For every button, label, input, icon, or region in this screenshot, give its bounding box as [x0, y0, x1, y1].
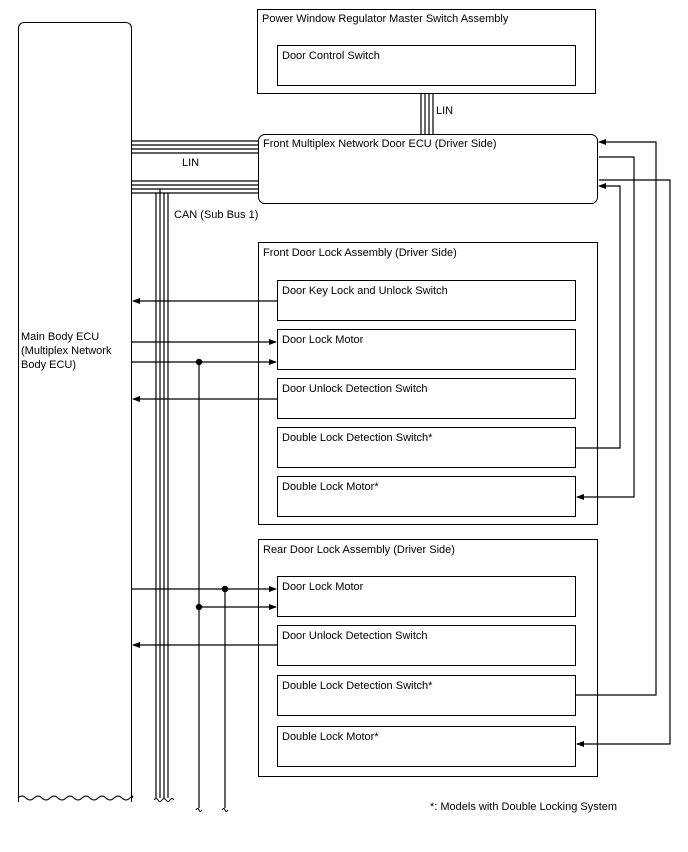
rear-door-lock-motor-box	[277, 576, 576, 617]
front-double-lock-motor-label: Double Lock Motor*	[282, 481, 379, 493]
front-double-lock-detection-box	[277, 427, 576, 468]
front-key-lock-switch-label: Door Key Lock and Unlock Switch	[282, 285, 448, 297]
rear-lock-title: Rear Door Lock Assembly (Driver Side)	[263, 544, 455, 556]
junction-dot-1	[195, 358, 203, 366]
ecu-to-rear-double-lock-motor	[576, 179, 671, 747]
ecu-to-front-double-lock-motor	[576, 156, 635, 500]
front-key-lock-switch-box	[277, 280, 576, 321]
front-unlock-detection-box	[277, 378, 576, 419]
rear-double-lock-detection-label: Double Lock Detection Switch*	[282, 680, 433, 692]
rear-double-lock-motor-label: Double Lock Motor*	[282, 731, 379, 743]
lin-label-upper: LIN	[436, 105, 454, 117]
front-double-lock-detect-to-ecu	[576, 183, 621, 449]
main-ecu-label-line3: Body ECU)	[21, 359, 77, 371]
rear-unlock-detection-label: Door Unlock Detection Switch	[282, 630, 428, 642]
front-double-lock-detection-label: Double Lock Detection Switch*	[282, 432, 433, 444]
front-lock-title: Front Door Lock Assembly (Driver Side)	[263, 247, 457, 259]
main-ecu-label-line2: (Multiplex Network	[21, 345, 112, 357]
rear-double-lock-detection-box	[277, 675, 576, 716]
main-ecu-label-line1: Main Body ECU	[21, 331, 100, 343]
door-control-switch-box	[277, 45, 576, 86]
master-switch-title: Power Window Regulator Master Switch Ass…	[262, 13, 509, 25]
rear-door-lock-motor-label: Door Lock Motor	[282, 581, 364, 593]
lin-bus-horizontal	[132, 140, 258, 154]
front-door-lock-motor-box	[277, 329, 576, 370]
main-body-ecu-block	[18, 22, 132, 802]
lin-bus-vertical	[420, 94, 434, 134]
door-ecu-title: Front Multiplex Network Door ECU (Driver…	[263, 138, 497, 150]
front-door-lock-motor-label: Door Lock Motor	[282, 334, 364, 346]
front-double-lock-motor-box	[277, 476, 576, 517]
rear-double-lock-detect-to-ecu	[576, 139, 657, 696]
lin-label-left: LIN	[182, 157, 200, 169]
junction-dot-2	[221, 585, 229, 593]
front-unlock-detection-label: Door Unlock Detection Switch	[282, 383, 428, 395]
cut-marks	[17, 795, 229, 812]
junction-dot-3	[195, 603, 203, 611]
door-control-switch-label: Door Control Switch	[282, 50, 380, 62]
can-bus	[132, 180, 258, 798]
footnote: *: Models with Double Locking System	[430, 801, 618, 813]
can-label: CAN (Sub Bus 1)	[174, 209, 259, 221]
rear-unlock-detection-box	[277, 625, 576, 666]
door-ecu-box	[258, 134, 598, 204]
rear-double-lock-motor-box	[277, 726, 576, 767]
